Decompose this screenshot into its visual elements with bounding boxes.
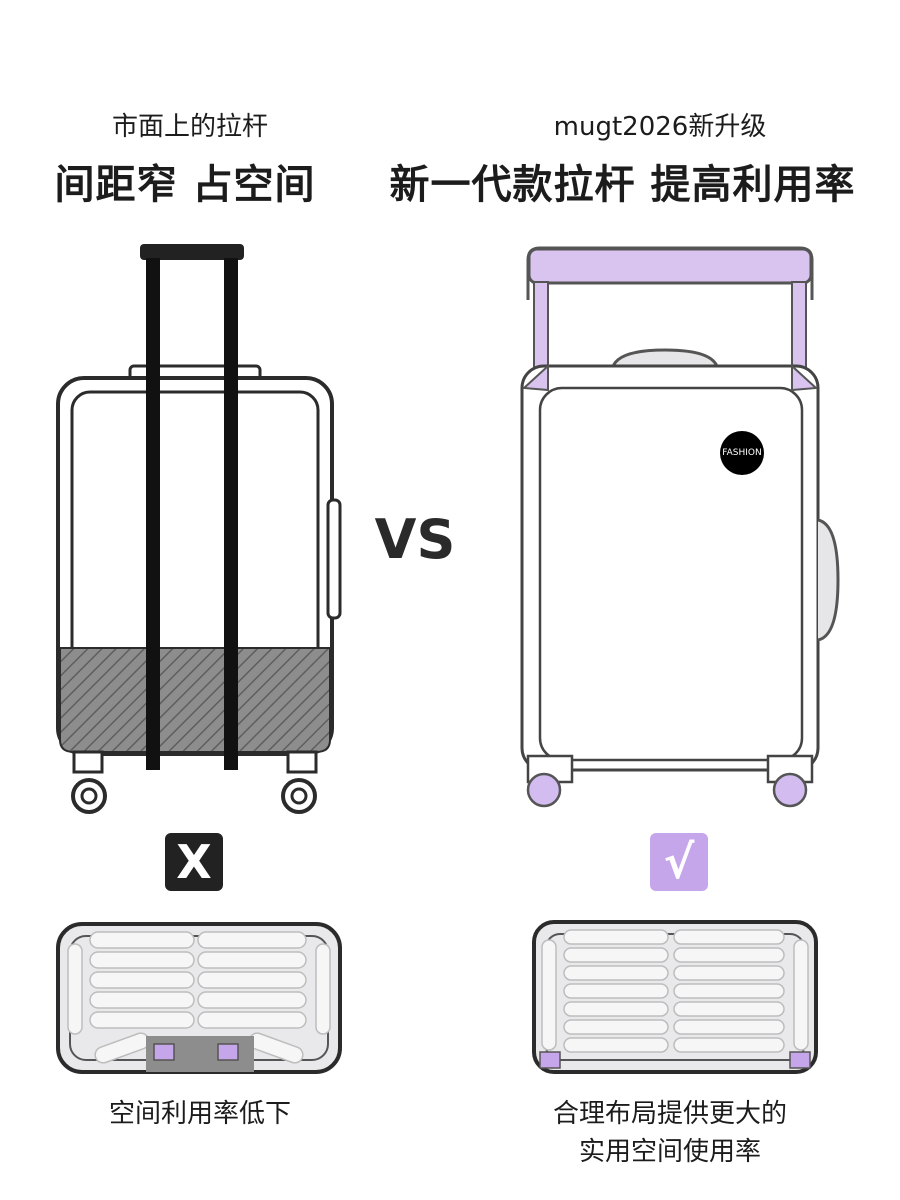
right-headline: 新一代款拉杆 提高利用率 <box>389 162 856 208</box>
check-mark-glyph: √ <box>663 835 695 889</box>
vs-label: VS <box>374 508 456 571</box>
right-caption-line-2: 实用空间使用率 <box>578 1137 761 1167</box>
right-caption-line-1: 合理布局提供更大的 <box>552 1099 787 1129</box>
cross-mark-glyph: X <box>176 835 212 889</box>
right-subtitle: mugt2026新升级 <box>553 112 767 142</box>
fashion-badge: FASHION <box>720 431 764 475</box>
check-mark-icon: √ <box>650 833 708 891</box>
left-caption: 空间利用率低下 <box>108 1099 291 1129</box>
left-headline: 间距窄 占空间 <box>54 162 316 208</box>
cross-mark-icon: X <box>165 833 223 891</box>
left-subtitle: 市面上的拉杆 <box>111 112 268 142</box>
fashion-badge-text: FASHION <box>722 448 762 458</box>
